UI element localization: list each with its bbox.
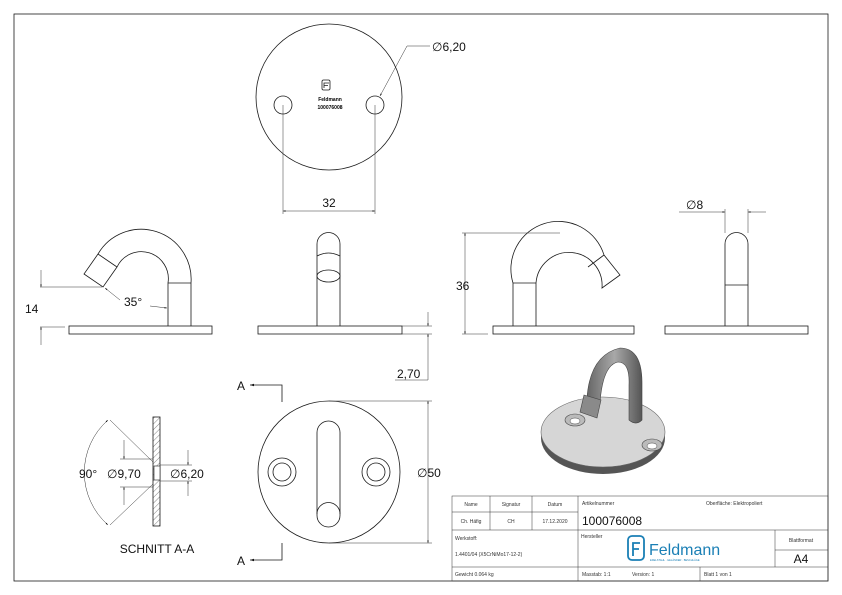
dim-total-height: 36 bbox=[456, 279, 470, 293]
werkstoff-label: Werkstoff: bbox=[455, 536, 477, 542]
dim-hook-height: 14 bbox=[25, 302, 39, 316]
dim-plate-thickness: 2,70 bbox=[397, 367, 421, 381]
dim-hole-diameter: ∅6,20 bbox=[432, 40, 466, 54]
gewicht: Gewicht 0.064 kg bbox=[455, 572, 494, 578]
front-view: 2,70 bbox=[257, 232, 432, 381]
dim-countersink-diameter: ∅9,70 bbox=[107, 467, 141, 481]
feldmann-logo: Feldmann EDELSTAHL · GELÄNDER · BESCHLÄG… bbox=[627, 535, 720, 562]
masstab: Masstab: 1:1 bbox=[582, 572, 611, 578]
datum-label: Datum bbox=[548, 502, 563, 508]
title-block: Name Signatur Datum Ch. Häfig CH 17.12.2… bbox=[451, 495, 829, 582]
werkstoff-value: 1.4401/04 (X5CrNiMo17-12-2) bbox=[455, 552, 523, 558]
brand-name: Feldmann bbox=[649, 542, 720, 559]
dim-countersink-angle: 90° bbox=[79, 467, 97, 481]
blattformat-label: Blattformat bbox=[789, 538, 814, 544]
section-marker-bottom: A bbox=[237, 554, 245, 568]
section-title: SCHNITT A-A bbox=[120, 542, 194, 556]
stamp-number: 100076008 bbox=[317, 105, 342, 111]
sheet-border bbox=[13, 13, 829, 582]
blattformat-value: A4 bbox=[794, 552, 809, 566]
bottom-view: A A ∅50 bbox=[237, 379, 441, 568]
dim-angle: 35° bbox=[124, 295, 142, 309]
side-view-left: 14 35° bbox=[25, 228, 213, 345]
end-view: ∅8 bbox=[664, 198, 809, 335]
brand-tagline: EDELSTAHL · GELÄNDER · BESCHLÄGE bbox=[650, 558, 700, 562]
oberflaeche: Oberfläche: Elektropoliert bbox=[706, 501, 763, 507]
hersteller-label: Hersteller bbox=[581, 534, 603, 540]
dim-plate-diameter: ∅50 bbox=[417, 466, 441, 480]
blatt: Blatt 1 von 1 bbox=[704, 572, 732, 578]
side-view-right: 36 bbox=[456, 220, 635, 335]
section-marker-top: A bbox=[237, 379, 245, 393]
name-value: Ch. Häfig bbox=[461, 519, 482, 525]
version: Version: 1 bbox=[632, 572, 654, 578]
artikelnummer-label: Artikelnummer bbox=[582, 501, 615, 507]
signatur-label: Signatur bbox=[502, 502, 521, 508]
feldmann-stamp-logo bbox=[321, 79, 331, 91]
top-view: Feldmann 100076008 32 ∅6,20 bbox=[255, 23, 466, 214]
section-a-a: 90° ∅9,70 ∅6,20 SCHNITT A-A bbox=[79, 416, 204, 556]
dim-hole-spacing: 32 bbox=[322, 196, 336, 210]
dim-rod-diameter: ∅8 bbox=[686, 198, 703, 212]
datum-value: 17.12.2020 bbox=[542, 519, 567, 525]
name-label: Name bbox=[464, 502, 478, 508]
dim-section-hole-diameter: ∅6,20 bbox=[170, 467, 204, 481]
stamp-brand: Feldmann bbox=[318, 97, 342, 103]
signatur-value: CH bbox=[507, 519, 515, 525]
isometric-view bbox=[540, 347, 666, 474]
artikelnummer-value: 100076008 bbox=[582, 514, 642, 528]
